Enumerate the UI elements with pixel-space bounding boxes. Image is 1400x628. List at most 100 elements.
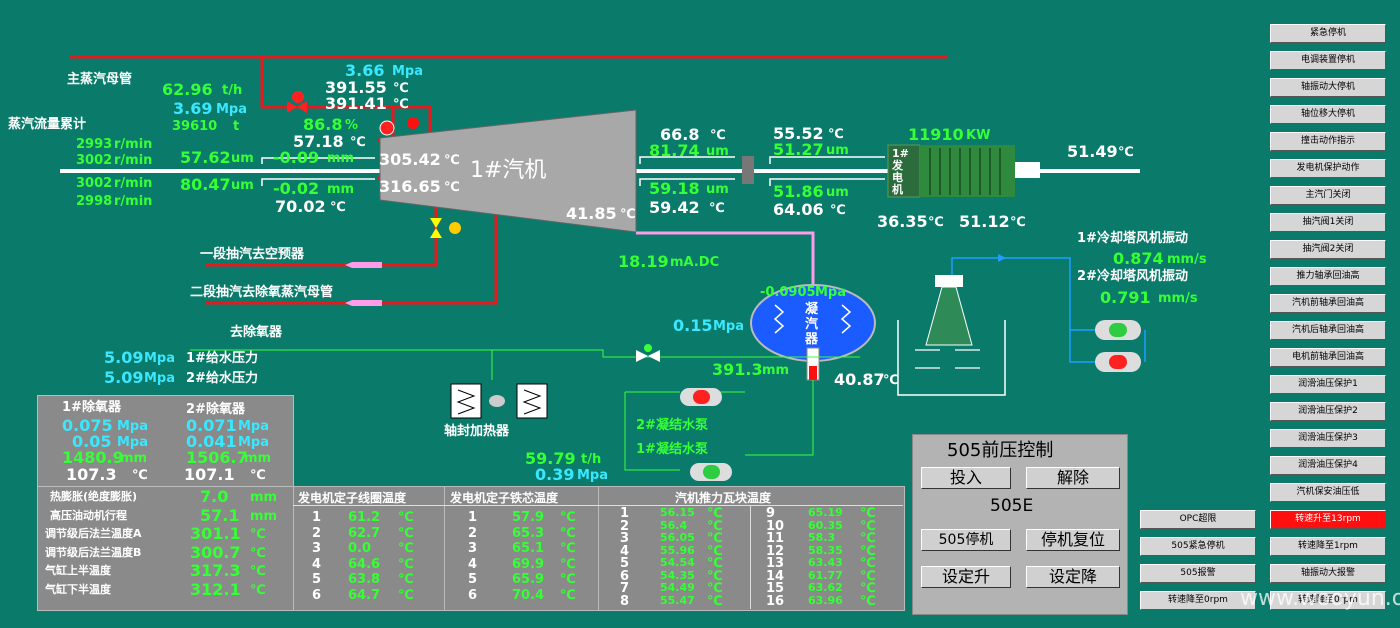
alarm-indicator-button[interactable]: 紧急停机 — [1270, 24, 1386, 43]
alarm-indicator-button[interactable]: 转速降至0rpm — [1140, 591, 1256, 610]
shaft-vib-2: 80.47 — [180, 175, 231, 194]
alarm-indicator-button[interactable]: 轴振动大停机 — [1270, 78, 1386, 97]
bearing1-vib: 81.74 — [649, 141, 700, 160]
parameter-label: 热膨胀(绝度膨胀) — [50, 490, 138, 503]
pump2-label: 2#凝结水泵 — [636, 418, 708, 433]
deaerator1-level-unit: mm — [120, 451, 148, 466]
bearing2-vib: 59.18 — [649, 179, 700, 198]
front-bearing-temp: 70.02 — [275, 197, 326, 216]
inlet-temp: 57.18 — [293, 132, 344, 151]
table-index: 9 — [766, 506, 776, 521]
bearing3-vib-unit: um — [826, 143, 849, 158]
table-unit: ℃ — [560, 510, 576, 525]
steam-flow-value: 62.96 — [162, 80, 213, 99]
alarm-indicator-button[interactable]: 汽机前轴承回油高 — [1270, 294, 1386, 313]
table-unit: ℃ — [398, 510, 414, 525]
alarm-indicator-button[interactable]: 转速升至13rpm — [1270, 510, 1386, 529]
alarm-indicator-button[interactable]: OPC超限 — [1140, 510, 1256, 529]
thrust-temp-value: 58.35 — [808, 543, 843, 557]
alarm-indicator-button[interactable]: 505紧急停机 — [1140, 537, 1256, 556]
deaerator-panel — [37, 395, 294, 487]
parameter-value: 317.3 — [190, 561, 241, 580]
release-button[interactable]: 解除 — [1026, 467, 1120, 489]
alarm-indicator-button[interactable]: 润滑油压保护1 — [1270, 375, 1386, 394]
fan1-pump-icon[interactable] — [1095, 320, 1141, 340]
table-index: 4 — [468, 556, 478, 572]
stop505-button[interactable]: 505停机 — [921, 529, 1011, 551]
parameter-unit: ℃ — [250, 545, 266, 561]
steam-flow-total-unit: t — [233, 119, 240, 134]
parameter-unit: ℃ — [250, 564, 266, 579]
generator-end-temp: 51.49 — [1067, 142, 1118, 161]
thrust-temp-value: 54.35 — [660, 568, 695, 582]
deaerator2-pressure-2: 0.041 — [186, 432, 237, 451]
table-index: 1 — [312, 510, 322, 525]
engage-button[interactable]: 投入 — [921, 467, 1011, 489]
control505-model: 505E — [990, 496, 1034, 516]
alarm-indicator-button[interactable]: 抽汽阀2关闭 — [1270, 240, 1386, 259]
winding-temp-value: 61.2 — [348, 510, 381, 525]
shaft-shift-2: -0.02 — [273, 179, 320, 198]
alarm-indicator-button[interactable]: 汽机保安油压低 — [1270, 483, 1386, 502]
alarm-indicator-button[interactable]: 轴振动大报警 — [1270, 564, 1386, 583]
alarm-indicator-button[interactable]: 电机前轴承回油高 — [1270, 348, 1386, 367]
fan2-pump-icon[interactable] — [1095, 352, 1141, 372]
shaft-vib-1-unit: um — [231, 151, 254, 166]
condensate-pressure-unit: Mpa — [577, 468, 609, 483]
thrust-temp-value: 55.96 — [660, 543, 695, 557]
table-unit: ℃ — [707, 581, 723, 596]
pump2-icon[interactable] — [680, 388, 722, 406]
alarm-indicator-button[interactable]: 电调装置停机 — [1270, 51, 1386, 70]
shaft-shift-1: -0.09 — [273, 148, 320, 167]
parameter-value: 57.1 — [200, 505, 240, 525]
parameter-label: 调节级后法兰温度B — [45, 545, 142, 559]
steam-flow-total-label: 蒸汽流量累计 — [8, 117, 87, 132]
thrust-temp-value: 56.15 — [660, 506, 695, 519]
steam-temp-1-unit: ℃ — [393, 81, 409, 96]
generator-power-unit: KW — [966, 128, 991, 143]
table-index: 5 — [620, 556, 630, 571]
alarm-indicator-button[interactable]: 汽机后轴承回油高 — [1270, 321, 1386, 340]
alarm-indicator-button[interactable]: 抽汽阀1关闭 — [1270, 213, 1386, 232]
alarm-indicator-button[interactable]: 润滑油压保护3 — [1270, 429, 1386, 448]
deaerator1-pressure-2: 0.05 — [72, 432, 112, 451]
table-unit: ℃ — [398, 587, 414, 603]
pump1-icon[interactable] — [690, 463, 732, 481]
rpm-4-unit: r/min — [114, 194, 153, 209]
winding-temp-title: 发电机定子线圈温度 — [298, 491, 407, 505]
table-index: 11 — [766, 531, 785, 546]
condenser-temp-unit: ℃ — [883, 373, 899, 388]
deaerator2-temp-unit: ℃ — [250, 468, 266, 483]
table-index: 16 — [766, 593, 785, 609]
parameter-label: 气缸下半温度 — [45, 582, 111, 596]
fan1-vib: 0.874 — [1113, 249, 1164, 268]
set-up-button[interactable]: 设定升 — [921, 566, 1011, 588]
set-down-button[interactable]: 设定降 — [1026, 566, 1120, 588]
alarm-indicator-button[interactable]: 轴位移大停机 — [1270, 105, 1386, 124]
current-value: 18.19 — [618, 252, 669, 271]
bearing4-vib-unit: um — [826, 185, 849, 200]
bearing1-temp: 66.8 — [660, 125, 700, 144]
core-temp-value: 65.3 — [512, 525, 545, 541]
alarm-indicator-button[interactable]: 发电机保护动作 — [1270, 159, 1386, 178]
rpm-2: 3002 — [76, 153, 113, 168]
table-index: 3 — [312, 541, 322, 556]
main-steam-pressure-unit: Mpa — [216, 102, 248, 117]
table-unit: ℃ — [860, 506, 876, 521]
bearing2-temp: 59.42 — [649, 198, 700, 217]
alarm-indicator-button[interactable]: 润滑油压保护4 — [1270, 456, 1386, 475]
deaerator1-pressure-unit: Mpa — [117, 419, 149, 434]
alarm-indicator-button[interactable]: 505报警 — [1140, 564, 1256, 583]
alarm-indicator-button[interactable]: 推力轴承回油高 — [1270, 267, 1386, 286]
bearing1-temp-unit: ℃ — [710, 128, 726, 143]
table-unit: ℃ — [707, 543, 723, 559]
table-index: 6 — [620, 568, 630, 584]
table-unit: ℃ — [398, 556, 414, 572]
winding-temp-value: 0.0 — [348, 541, 372, 556]
alarm-indicator-button[interactable]: 主汽门关闭 — [1270, 186, 1386, 205]
alarm-indicator-button[interactable]: 润滑油压保护2 — [1270, 402, 1386, 421]
alarm-indicator-button[interactable]: 撞击动作指示 — [1270, 132, 1386, 151]
stop-reset-button[interactable]: 停机复位 — [1026, 529, 1120, 551]
alarm-indicator-button[interactable]: 转速降至0rpm — [1270, 591, 1386, 610]
alarm-indicator-button[interactable]: 转速降至1rpm — [1270, 537, 1386, 556]
